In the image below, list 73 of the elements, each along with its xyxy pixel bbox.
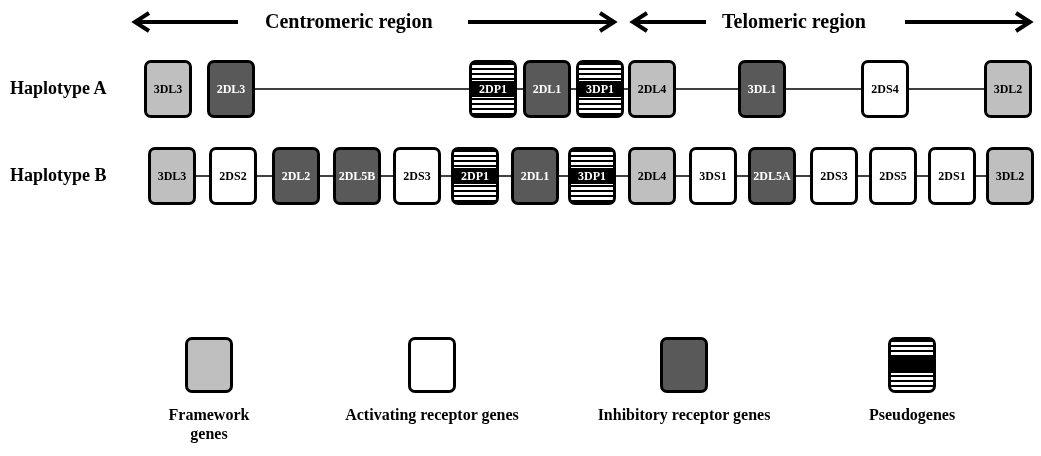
pseudogene-box: [451, 147, 499, 205]
legend-label: Inhibitory receptor genes: [596, 405, 772, 424]
framework-gene-box: [144, 60, 192, 118]
activating-gene-box: [810, 147, 858, 205]
activating-gene-box: [689, 147, 737, 205]
gene-name: 2DL3: [215, 81, 247, 97]
connector-line: [558, 175, 569, 177]
gene-name: 2DS5: [878, 168, 908, 184]
inhibitory-gene-box: [523, 60, 571, 118]
connector-line: [570, 88, 577, 90]
connector-line: [380, 175, 394, 177]
inhibitory-gene-box: [738, 60, 786, 118]
region-heading: Centromeric region: [265, 10, 433, 33]
gene-name: 3DL1: [746, 81, 778, 97]
inhibitory-gene-box: [207, 60, 255, 118]
activating-gene-box: [928, 147, 976, 205]
activating-gene-box: [209, 147, 257, 205]
connector-line: [736, 175, 749, 177]
connector-line: [498, 175, 512, 177]
framework-gene-box: [986, 147, 1034, 205]
connector-line: [516, 88, 524, 90]
gene-name: 2DL5B: [337, 168, 377, 184]
haplotype-label: Haplotype A: [10, 78, 107, 99]
gene-name: 2DL5A: [752, 168, 792, 184]
pseudogene-box: [576, 60, 624, 118]
gene-name: 3DL2: [994, 168, 1026, 184]
activating-gene-box: [393, 147, 441, 205]
gene-name: 2DL2: [280, 168, 312, 184]
inhibitory-gene-box: [748, 147, 796, 205]
inhibitory-gene-box: [511, 147, 559, 205]
connector-line: [319, 175, 334, 177]
activating-gene-box: [861, 60, 909, 118]
pseudogene-box: [469, 60, 517, 118]
legend-label: Pseudogenes: [867, 405, 957, 424]
connector-line: [675, 88, 739, 90]
gene-name: 2DL4: [636, 81, 668, 97]
inhibitory-gene-box: [333, 147, 381, 205]
connector-line: [440, 175, 452, 177]
framework-gene-box: [148, 147, 196, 205]
haplotype-label: Haplotype B: [10, 165, 107, 186]
connector-line: [623, 88, 629, 90]
gene-name: 2DS3: [819, 168, 849, 184]
legend-label: Activating receptor genes: [344, 405, 520, 424]
inhibitory-gene-box: [272, 147, 320, 205]
pseudogene-box: [568, 147, 616, 205]
connector-line: [615, 175, 629, 177]
gene-name: 2DS1: [937, 168, 967, 184]
connector-line: [908, 88, 985, 90]
connector-line: [857, 175, 870, 177]
connector-line: [785, 88, 862, 90]
gene-name: 2DL4: [636, 168, 668, 184]
gene-name: 2DS4: [870, 81, 900, 97]
gene-name: 2DL1: [531, 81, 563, 97]
connector-line: [916, 175, 929, 177]
framework-gene-box: [628, 147, 676, 205]
gene-name: 2DS3: [402, 168, 432, 184]
framework-gene-box: [628, 60, 676, 118]
legend-label: Framework genes: [167, 405, 251, 443]
framework-gene-box: [984, 60, 1032, 118]
activating-gene-box: [869, 147, 917, 205]
gene-name: 3DS1: [698, 168, 728, 184]
region-heading: Telomeric region: [722, 10, 866, 33]
gene-name: 2DL1: [519, 168, 551, 184]
connector-line: [795, 175, 811, 177]
connector-line: [195, 175, 210, 177]
connector-line: [254, 88, 470, 90]
gene-name: 3DL2: [992, 81, 1024, 97]
connector-line: [256, 175, 273, 177]
connector-line: [975, 175, 987, 177]
gene-name: 3DL3: [152, 81, 184, 97]
gene-name: 2DS2: [218, 168, 248, 184]
connector-line: [675, 175, 690, 177]
gene-name: 3DL3: [156, 168, 188, 184]
